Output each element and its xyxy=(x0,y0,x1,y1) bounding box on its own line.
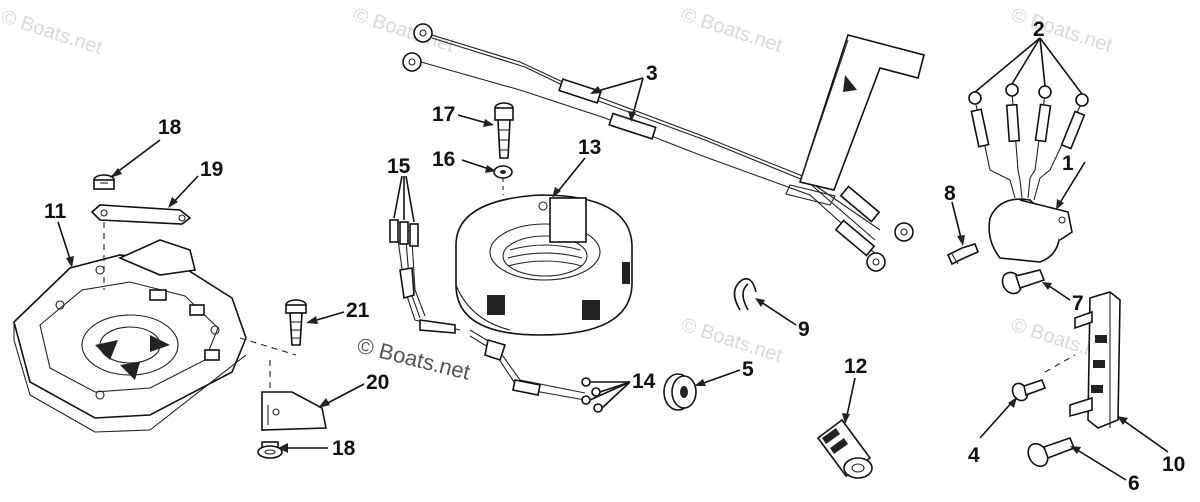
coil-13 xyxy=(455,194,633,336)
callout-9: 9 xyxy=(798,318,810,341)
washer-16 xyxy=(493,165,513,195)
callout-19: 19 xyxy=(200,158,223,181)
callout-4: 4 xyxy=(968,444,980,467)
callout-1: 1 xyxy=(1062,152,1074,175)
leads-15 xyxy=(389,219,461,334)
callout-2: 2 xyxy=(1033,18,1045,41)
screw-18-bottom xyxy=(257,441,283,459)
connector-12 xyxy=(816,418,873,479)
callout-7: 7 xyxy=(1072,292,1084,315)
screw-4 xyxy=(1011,378,1047,402)
callout-6: 6 xyxy=(1128,472,1140,495)
assembly-line xyxy=(239,337,297,356)
callout-17: 17 xyxy=(432,103,455,126)
callout-18-top: 18 xyxy=(158,116,182,139)
callout-3: 3 xyxy=(646,62,658,85)
watermark: © Boats.net xyxy=(678,314,785,367)
callout-5: 5 xyxy=(742,358,754,381)
leader-lines xyxy=(57,37,1169,481)
callout-18-bottom: 18 xyxy=(332,437,356,460)
callout-15: 15 xyxy=(387,155,411,178)
callout-16: 16 xyxy=(432,148,455,171)
screw-7 xyxy=(1001,269,1046,295)
switch-1 xyxy=(988,177,1073,263)
watermark: © Boats.net xyxy=(350,4,457,57)
clip-19 xyxy=(90,204,192,225)
screw-18-top xyxy=(93,174,115,190)
callout-20: 20 xyxy=(366,371,389,394)
callout-11: 11 xyxy=(44,200,67,223)
grommet-5 xyxy=(663,373,697,411)
callout-21: 21 xyxy=(346,299,370,322)
screw-21 xyxy=(285,299,307,346)
screw-8 xyxy=(946,243,980,266)
leads-14 xyxy=(469,329,603,413)
callout-14: 14 xyxy=(632,370,656,393)
screw-17 xyxy=(494,102,514,159)
watermark: © Boats.net xyxy=(1008,4,1115,57)
callout-labels: 1 2 3 4 5 6 7 8 9 10 11 12 13 14 15 16 1… xyxy=(44,18,1185,495)
watermark: © Boats.net xyxy=(0,6,105,59)
callout-8: 8 xyxy=(944,182,956,205)
clip-9 xyxy=(733,278,757,311)
screw-6 xyxy=(1027,436,1076,468)
watermark: © Boats.net xyxy=(678,4,785,57)
bracket-20 xyxy=(261,391,327,431)
callout-13: 13 xyxy=(578,136,601,159)
wire-bracket xyxy=(785,34,925,206)
assembly-line xyxy=(1044,354,1076,373)
terminal-block-10 xyxy=(1069,291,1121,429)
stator-plate xyxy=(13,239,247,433)
callout-12: 12 xyxy=(844,355,867,378)
callout-10: 10 xyxy=(1162,453,1185,476)
